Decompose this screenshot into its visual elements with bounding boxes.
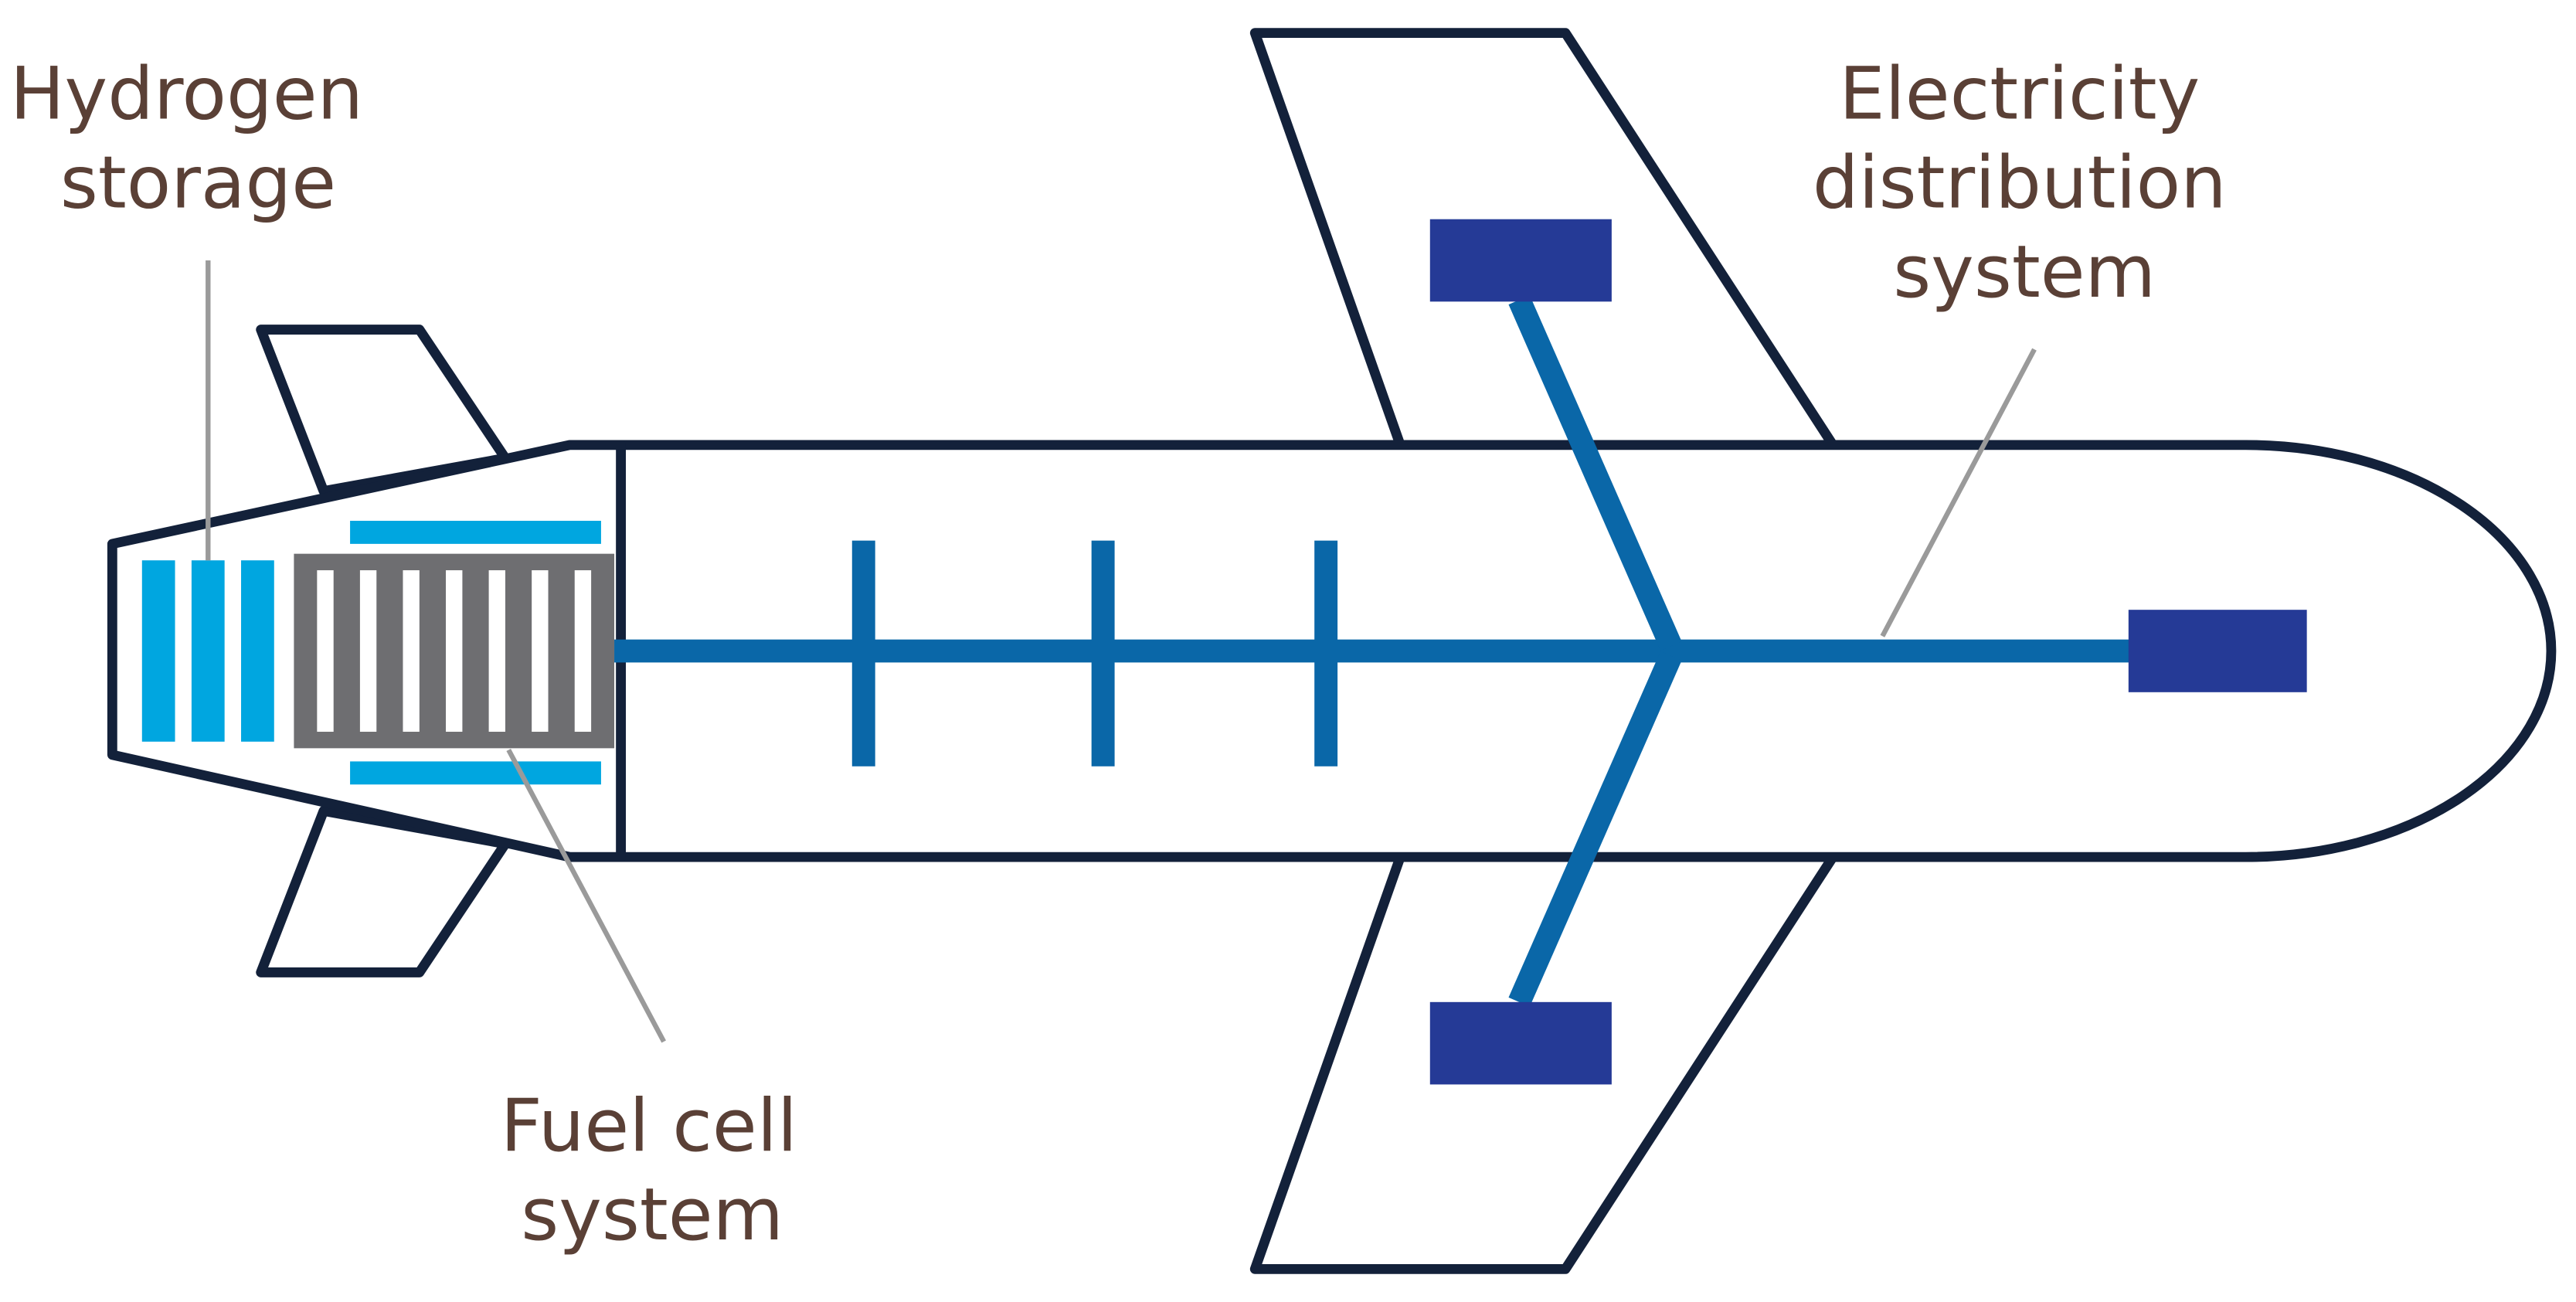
leader-lines bbox=[206, 260, 2037, 1043]
electricity-distribution bbox=[614, 295, 2139, 1007]
wing-feed-top bbox=[1508, 295, 1682, 651]
wing-feed-bottom bbox=[1508, 651, 1682, 1007]
fuel-cell-plate bbox=[532, 569, 549, 733]
label-fuel-cell-system: Fuel cell system bbox=[501, 1084, 821, 1257]
hydrogen-storage bbox=[141, 521, 601, 785]
motors bbox=[1429, 219, 2307, 1085]
label-fuel-cell-system-line1: Fuel cell bbox=[501, 1084, 797, 1168]
fuel-cell-plate bbox=[446, 569, 463, 733]
fuel-cell-plate bbox=[359, 569, 377, 733]
hydrogen-tank bbox=[241, 560, 274, 742]
fuel-cell-plate bbox=[488, 569, 505, 733]
hydrogen-tank bbox=[350, 521, 601, 544]
hydrogen-tank bbox=[141, 560, 175, 742]
leader-line-fuel-cell bbox=[506, 748, 666, 1043]
label-electricity-line2: distribution bbox=[1813, 141, 2227, 226]
label-hydrogen-storage-line2: storage bbox=[60, 141, 336, 226]
label-electricity-line1: Electricity bbox=[1839, 53, 2200, 137]
label-fuel-cell-system-line2: system bbox=[521, 1173, 783, 1257]
leader-line-electricity bbox=[1880, 348, 2037, 637]
electric-motor-icon bbox=[1429, 1001, 1612, 1085]
electric-motor-icon bbox=[2128, 610, 2307, 692]
label-hydrogen-storage: Hydrogen storage bbox=[10, 53, 386, 226]
label-electricity-line3: system bbox=[1893, 230, 2156, 314]
hydrogen-tank bbox=[350, 761, 601, 785]
hydrogen-tank bbox=[191, 560, 225, 742]
fuel-cell-plate bbox=[403, 569, 420, 733]
fuel-cell-stack-icon bbox=[294, 553, 615, 749]
electric-motor-icon bbox=[1429, 219, 1612, 302]
label-hydrogen-storage-line1: Hydrogen bbox=[10, 53, 363, 137]
fuel-cell-plate bbox=[574, 569, 592, 733]
fuel-cell-plate bbox=[317, 569, 334, 733]
label-electricity-distribution-system: Electricity distribution system bbox=[1813, 53, 2250, 314]
